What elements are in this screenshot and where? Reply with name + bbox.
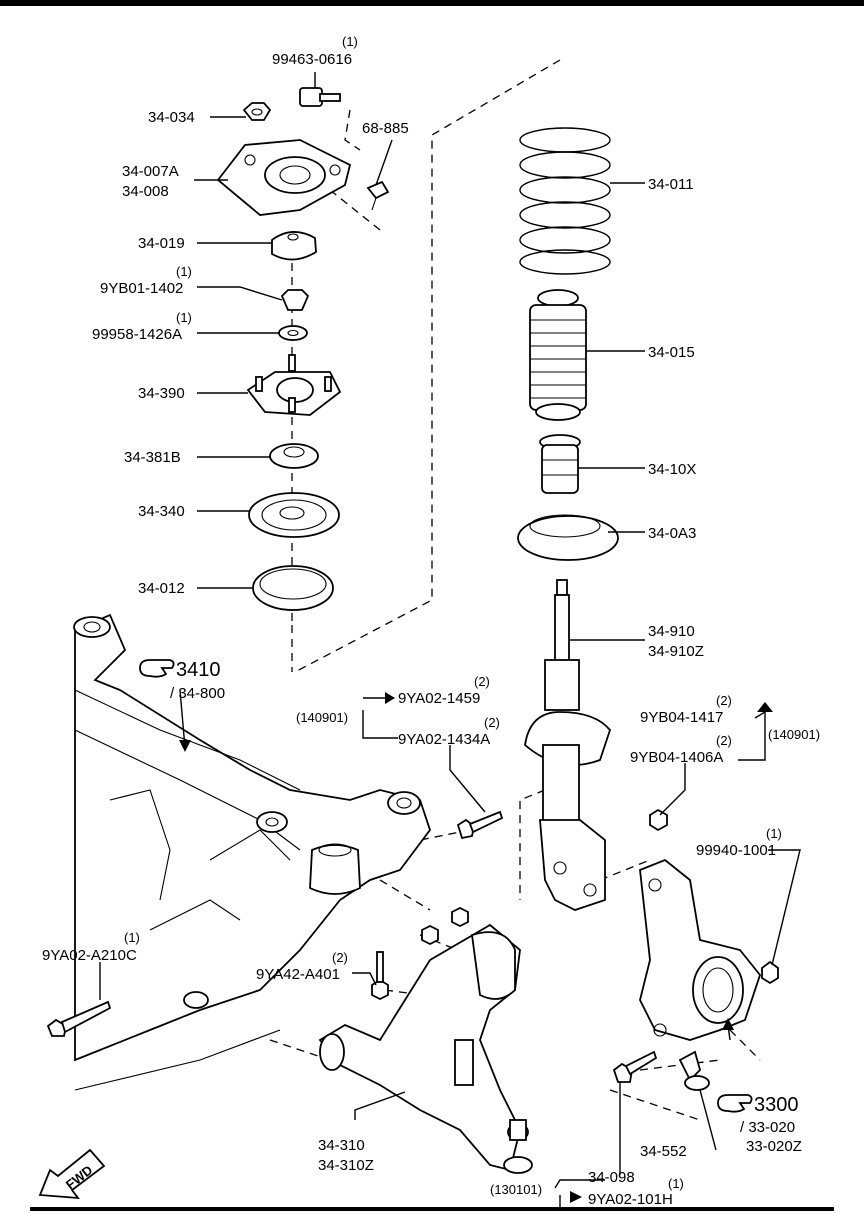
- qty-9yb04-1417: (2): [716, 693, 732, 708]
- top-border: [0, 0, 864, 6]
- bracket-34-552-drawing: [678, 1050, 710, 1091]
- qty-9yb01-1402: (1): [176, 264, 192, 279]
- nut-34-034-drawing: [242, 102, 272, 121]
- label-34-015: 34-015: [648, 344, 695, 361]
- label-34-910: 34-910: [648, 623, 695, 640]
- label-34-011: 34-011: [648, 176, 694, 193]
- label-99940-1001: 99940-1001: [696, 842, 776, 859]
- washer-99958-1426a-drawing: [278, 325, 308, 341]
- boot-34-015-drawing: [529, 289, 587, 421]
- date-140901-left: (140901): [296, 710, 348, 725]
- spring-seat-34-0a3-drawing: [517, 514, 619, 561]
- label-34-340: 34-340: [138, 503, 185, 520]
- mount-34-390-drawing: [246, 354, 342, 416]
- label-34-310z: 34-310Z: [318, 1157, 374, 1174]
- label-9yb04-1406a: 9YB04-1406A: [630, 749, 723, 766]
- label-68-885: 68-885: [362, 120, 409, 137]
- bolt-9ya02-a210c-drawing: [46, 1000, 112, 1037]
- strut-34-910-drawing: [524, 579, 612, 911]
- label-9ya02-1434a: 9YA02-1434A: [398, 731, 490, 748]
- label-99463-0616: 99463-0616: [272, 51, 352, 68]
- bump-rubber-34-10x-drawing: [539, 434, 581, 494]
- arrow-9yb04-1417: [757, 702, 773, 712]
- insulator-34-012-drawing: [252, 565, 334, 611]
- qty-99463-0616: (1): [342, 34, 358, 49]
- ref-3410: 3410: [176, 659, 221, 681]
- date-140901-right: (140901): [768, 727, 820, 742]
- qty-99958-1426a: (1): [176, 310, 192, 325]
- fwd-arrow: FWD: [38, 1148, 106, 1200]
- leader-lines: [99, 72, 801, 1210]
- label-34-098: 34-098: [588, 1169, 635, 1186]
- label-34-008: 34-008: [122, 183, 169, 200]
- label-34-007a: 34-007A: [122, 163, 179, 180]
- arrow-knuckle: [722, 1018, 734, 1030]
- label-34-019: 34-019: [138, 235, 185, 252]
- qty-9ya02-a210c: (1): [124, 930, 140, 945]
- label-9yb04-1417: 9YB04-1417: [640, 709, 723, 726]
- pointing-hand-icon-knuckle[interactable]: [717, 1094, 753, 1113]
- knuckle-drawing: [639, 858, 762, 1041]
- label-9ya42-a401: 9YA42-A401: [256, 966, 340, 983]
- bolt-34-098-drawing: [612, 1050, 658, 1083]
- qty-9ya02-101h: (1): [668, 1176, 684, 1191]
- labels: (1) 99463-0616 34-034 68-885 34-007A 34-…: [42, 34, 820, 1208]
- date-130101: (130101): [490, 1182, 542, 1197]
- label-9ya02-a210c: 9YA02-A210C: [42, 947, 137, 964]
- ref-3300: 3300: [754, 1094, 799, 1116]
- qty-9ya02-1459: (2): [474, 674, 490, 689]
- mount-bolt-drawing: [299, 87, 341, 107]
- crossmember-drawing: [73, 613, 432, 1091]
- nut-99940-1001-drawing: [761, 960, 779, 985]
- nut-9yb04-1406a-drawing: [649, 808, 668, 832]
- ref-33-020z: 33-020Z: [746, 1138, 802, 1155]
- lower-arm-drawing: [318, 906, 533, 1174]
- nut-9yb01-1402-drawing: [280, 289, 310, 311]
- support-plate-drawing: [216, 139, 352, 216]
- label-34-390: 34-390: [138, 385, 185, 402]
- ref-33-020: / 33-020: [740, 1119, 795, 1136]
- coil-spring-drawing: [519, 127, 611, 275]
- label-34-381b: 34-381B: [124, 449, 181, 466]
- ref-34-800: / 34-800: [170, 685, 225, 702]
- label-34-10x: 34-10X: [648, 461, 696, 478]
- label-34-034: 34-034: [148, 109, 195, 126]
- arrow-crossmember: [179, 740, 191, 752]
- bolt-9ya02-1434a-drawing: [456, 810, 504, 840]
- label-34-552: 34-552: [640, 1143, 687, 1160]
- pointing-hand-icon[interactable]: [139, 659, 175, 678]
- label-34-310: 34-310: [318, 1137, 365, 1154]
- qty-9ya42-a401: (2): [332, 950, 348, 965]
- qty-99940-1001: (1): [766, 826, 782, 841]
- qty-9yb04-1406a: (2): [716, 733, 732, 748]
- bearing-34-381b-drawing: [269, 443, 319, 469]
- label-99958-1426a: 99958-1426A: [92, 326, 182, 343]
- label-34-910z: 34-910Z: [648, 643, 704, 660]
- qty-9ya02-1434a: (2): [484, 715, 500, 730]
- clip-68-885-drawing: [366, 180, 390, 211]
- bottom-border: [30, 1207, 834, 1211]
- label-9ya02-1459: 9YA02-1459: [398, 690, 480, 707]
- label-9ya02-101h: 9YA02-101H: [588, 1191, 673, 1208]
- label-34-012: 34-012: [138, 580, 185, 597]
- bump-stopper-34-019-drawing: [271, 231, 317, 261]
- seat-34-340-drawing: [248, 492, 340, 538]
- label-34-0a3: 34-0A3: [648, 525, 696, 542]
- arrow-9ya02-1459: [385, 692, 395, 704]
- bolt-9ya42-a401-drawing: [371, 951, 389, 1001]
- label-9yb01-1402: 9YB01-1402: [100, 280, 183, 297]
- arrow-9ya02-101h: [570, 1191, 582, 1203]
